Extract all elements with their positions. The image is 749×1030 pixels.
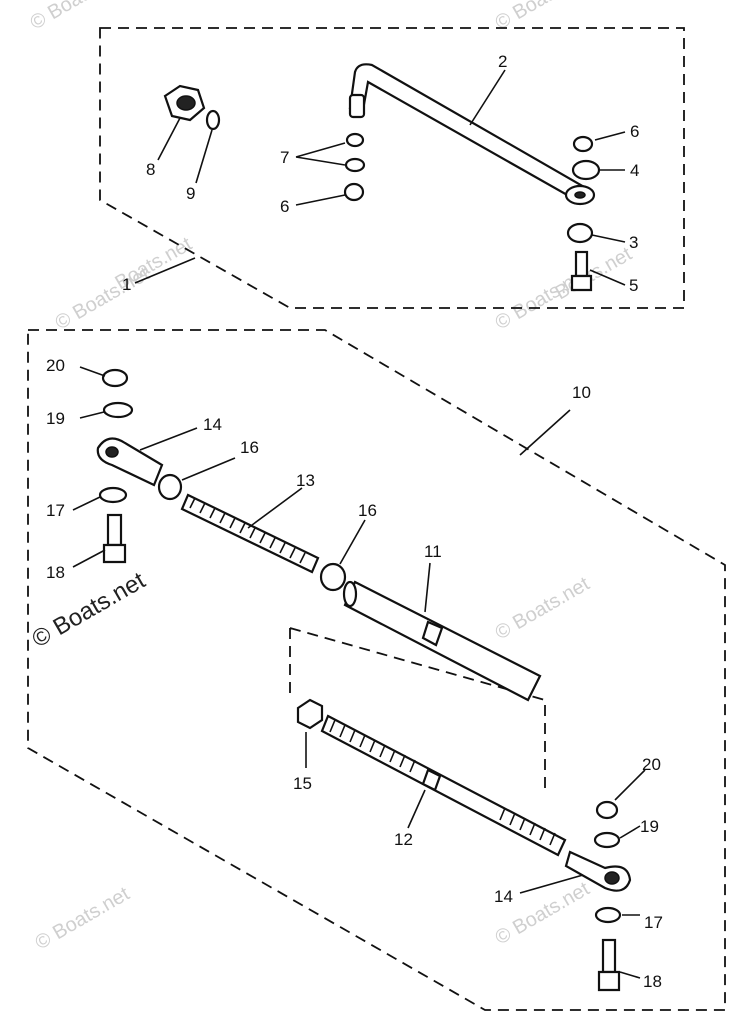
washer-17b (594, 906, 622, 924)
callout-6-left: 6 (280, 197, 289, 216)
watermark-top-left: © Boats.net (27, 0, 129, 34)
link-rod-2 (348, 63, 596, 206)
nut-16b (319, 562, 347, 592)
o-ring-9 (205, 109, 221, 131)
callout-4: 4 (630, 161, 639, 180)
threaded-rod-13 (180, 493, 320, 574)
washer-19b (593, 831, 621, 849)
watermark-top-right: © Boats.net (492, 0, 594, 34)
threaded-rod-12 (320, 714, 567, 857)
assembly-10-outline (27, 329, 726, 1011)
callout-10: 10 (572, 383, 591, 402)
bolt-18b (597, 938, 621, 992)
callout-19-top: 19 (46, 409, 65, 428)
callout-6-right: 6 (630, 122, 639, 141)
watermark-center-right: © Boats.net (492, 573, 594, 645)
inner-outline (289, 627, 546, 790)
washer-7a (345, 132, 365, 148)
callout-14-top: 14 (203, 415, 222, 434)
callout-18-top: 18 (46, 563, 65, 582)
callout-1: 1 (122, 275, 131, 294)
callout-3: 3 (629, 233, 638, 252)
bushing-4 (571, 159, 601, 181)
nut-20b (595, 800, 619, 820)
callout-12: 12 (394, 830, 413, 849)
callout-18-bottom: 18 (643, 972, 662, 991)
callout-20-top: 20 (46, 356, 65, 375)
callout-17-bottom: 17 (644, 913, 663, 932)
watermarks: © Boats.net © Boats.net © Boats.net © Bo… (27, 0, 637, 954)
callout-19-bottom: 19 (640, 817, 659, 836)
callout-13: 13 (296, 471, 315, 490)
nut-16a (157, 473, 183, 501)
nut-15 (296, 698, 324, 730)
washer-7b (344, 157, 366, 173)
callout-20-bottom: 20 (642, 755, 661, 774)
washer-17a (98, 486, 128, 504)
tube-11 (342, 580, 542, 702)
bolt-5 (570, 250, 593, 292)
rod-end-14b (564, 850, 632, 892)
bolt-18a (102, 513, 127, 564)
callout-14-bottom: 14 (494, 887, 513, 906)
leaders-box-1 (134, 69, 626, 286)
callout-2: 2 (498, 52, 507, 71)
callout-7: 7 (280, 148, 289, 167)
nut-6a (343, 182, 365, 202)
watermark-bottom-left: © Boats.net (32, 883, 134, 955)
callout-15: 15 (293, 774, 312, 793)
collar-3 (566, 222, 594, 244)
washer-19a (102, 401, 134, 419)
nut-6b (572, 135, 594, 153)
callout-16-top: 16 (240, 438, 259, 457)
callout-11: 11 (424, 542, 442, 561)
callout-16-mid: 16 (358, 501, 377, 520)
callout-9: 9 (186, 184, 195, 203)
nut-8 (163, 84, 206, 122)
callout-5: 5 (629, 276, 638, 295)
rod-end-14a (96, 437, 164, 487)
callout-labels: 2 6 4 3 5 7 6 8 9 1 10 20 19 14 16 13 17… (46, 52, 663, 991)
callout-17-top: 17 (46, 501, 65, 520)
leaders-box-10 (72, 366, 646, 979)
assembly-1-outline (99, 27, 685, 309)
callout-8: 8 (146, 160, 155, 179)
nut-20a (101, 368, 129, 388)
